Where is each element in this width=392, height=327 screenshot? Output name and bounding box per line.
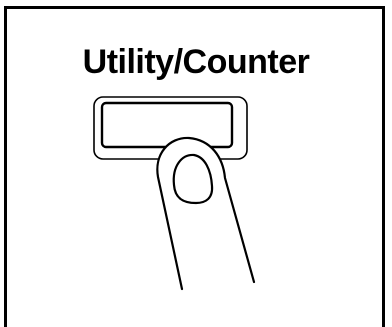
utility-counter-key[interactable] bbox=[102, 103, 232, 147]
finger-outline bbox=[157, 138, 254, 289]
hand-pointing-icon bbox=[157, 138, 254, 289]
